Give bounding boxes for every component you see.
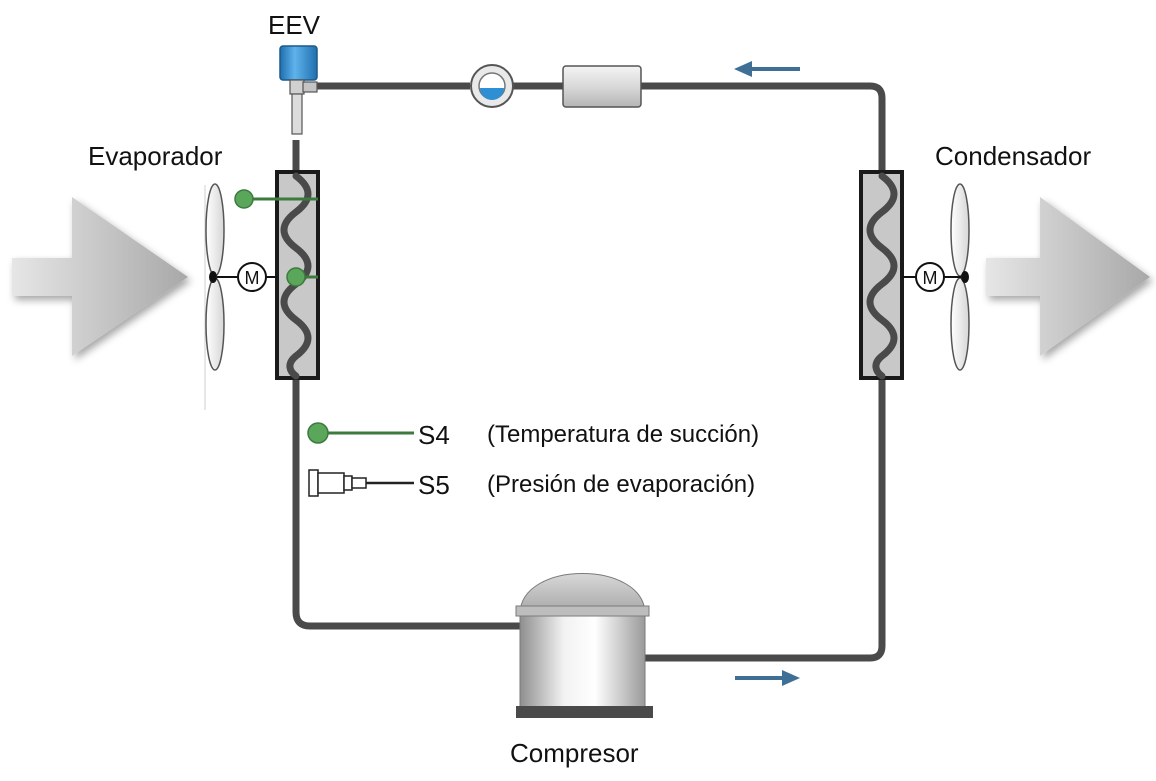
condenser-coil bbox=[859, 170, 904, 380]
evaporator-airflow-arrow bbox=[12, 197, 188, 356]
evaporator-motor-label: M bbox=[245, 268, 260, 288]
condenser-motor-label: M bbox=[923, 268, 938, 288]
compressor bbox=[515, 573, 653, 718]
pressure-transducer-icon bbox=[308, 469, 414, 497]
eev-label: EEV bbox=[268, 10, 321, 40]
evaporator-sensor-lower bbox=[286, 267, 318, 287]
evaporator-motor-icon: M bbox=[237, 262, 267, 292]
evaporator-sensor-upper bbox=[234, 189, 318, 209]
legend-s5-code: S5 bbox=[418, 470, 450, 500]
condenser-motor-icon: M bbox=[915, 262, 945, 292]
compressor-label: Compresor bbox=[510, 738, 639, 768]
legend-s5-description: (Presión de evaporación) bbox=[487, 471, 756, 498]
filter-drier bbox=[562, 65, 642, 108]
legend-s4-code: S4 bbox=[418, 420, 450, 450]
evaporator-label: Evaporador bbox=[88, 141, 223, 171]
sight-glass bbox=[470, 64, 514, 108]
flow-arrow-bottom bbox=[735, 670, 800, 686]
temperature-sensor-icon bbox=[307, 422, 414, 444]
expansion-valve bbox=[279, 45, 318, 135]
refrigerant-pipe bbox=[292, 82, 886, 662]
condenser-label: Condensador bbox=[935, 141, 1092, 171]
flow-arrow-top bbox=[734, 61, 800, 77]
condenser-airflow-arrow bbox=[986, 197, 1150, 356]
evaporator-fan bbox=[204, 183, 277, 410]
condenser-fan bbox=[902, 183, 970, 371]
legend-s4-description: (Temperatura de succión) bbox=[487, 421, 760, 448]
